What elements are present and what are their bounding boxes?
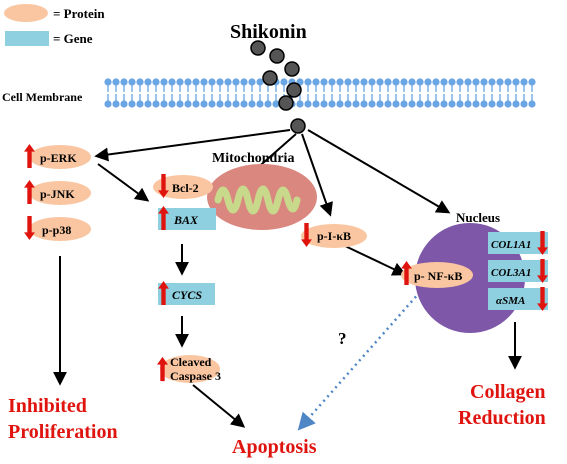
bcl2-label: Bcl-2	[172, 181, 199, 195]
col3a1-gene	[488, 260, 548, 282]
col1a1-label: COL1A1	[491, 239, 531, 251]
outcome-apoptosis: Apoptosis	[232, 436, 317, 458]
membrane-label: Cell Membrane	[2, 90, 83, 104]
shikonin-molecules	[250, 40, 306, 134]
p-erk-label: p-ERK	[40, 151, 77, 165]
p-p38-label: p-p38	[42, 223, 71, 237]
legend-gene-swatch	[5, 31, 49, 46]
asma-label: αSMA	[496, 295, 525, 307]
outcome-inhibited-line1: Inhibited	[8, 395, 87, 417]
mitochondria-label: Mitochondria	[212, 151, 294, 166]
outcome-inhibited-line2: Proliferation	[8, 421, 118, 443]
mitochondria-cristae	[214, 185, 301, 215]
cycs-label: CYCS	[172, 288, 202, 302]
cycs-gene	[158, 283, 215, 305]
legend-gene-label: = Gene	[53, 31, 93, 46]
caspase3-label-line1: Cleaved	[170, 355, 212, 369]
mapk-group: p-ERK p-JNK p-p38	[24, 144, 91, 241]
caspase3-label-line2: Caspase 3	[170, 369, 221, 383]
mitochondria: Mitochondria	[207, 151, 317, 230]
p-jnk-protein	[29, 181, 91, 205]
bax-label: BAX	[173, 213, 199, 227]
p-nfkb-protein	[401, 262, 473, 288]
nucleus-label: Nucleus	[456, 210, 500, 225]
outcome-collagen-line2: Reduction	[458, 407, 546, 429]
legend-protein-swatch	[4, 4, 48, 22]
outcome-collagen-line1: Collagen	[470, 381, 546, 403]
p-p38-protein	[29, 217, 91, 241]
p-nfkb-label: p- NF-κB	[414, 269, 462, 283]
p-erk-protein	[29, 145, 91, 169]
drug-title: Shikonin	[230, 21, 307, 43]
dotted-arrow	[297, 291, 421, 431]
col3a1-label: COL3A1	[491, 267, 531, 279]
col1a1-gene	[488, 232, 548, 254]
p-jnk-label: p-JNK	[40, 187, 75, 201]
legend: = Protein = Gene	[4, 4, 105, 46]
question-mark: ?	[338, 329, 347, 348]
bax-gene	[158, 208, 216, 230]
p-ikb-protein	[301, 224, 367, 248]
bcl2-protein	[153, 175, 213, 199]
cell-membrane	[104, 78, 536, 108]
caspase3-protein	[160, 355, 220, 383]
p-ikb-label: p-I-κB	[317, 229, 351, 243]
legend-protein-label: = Protein	[53, 6, 105, 21]
asma-gene	[488, 288, 548, 310]
